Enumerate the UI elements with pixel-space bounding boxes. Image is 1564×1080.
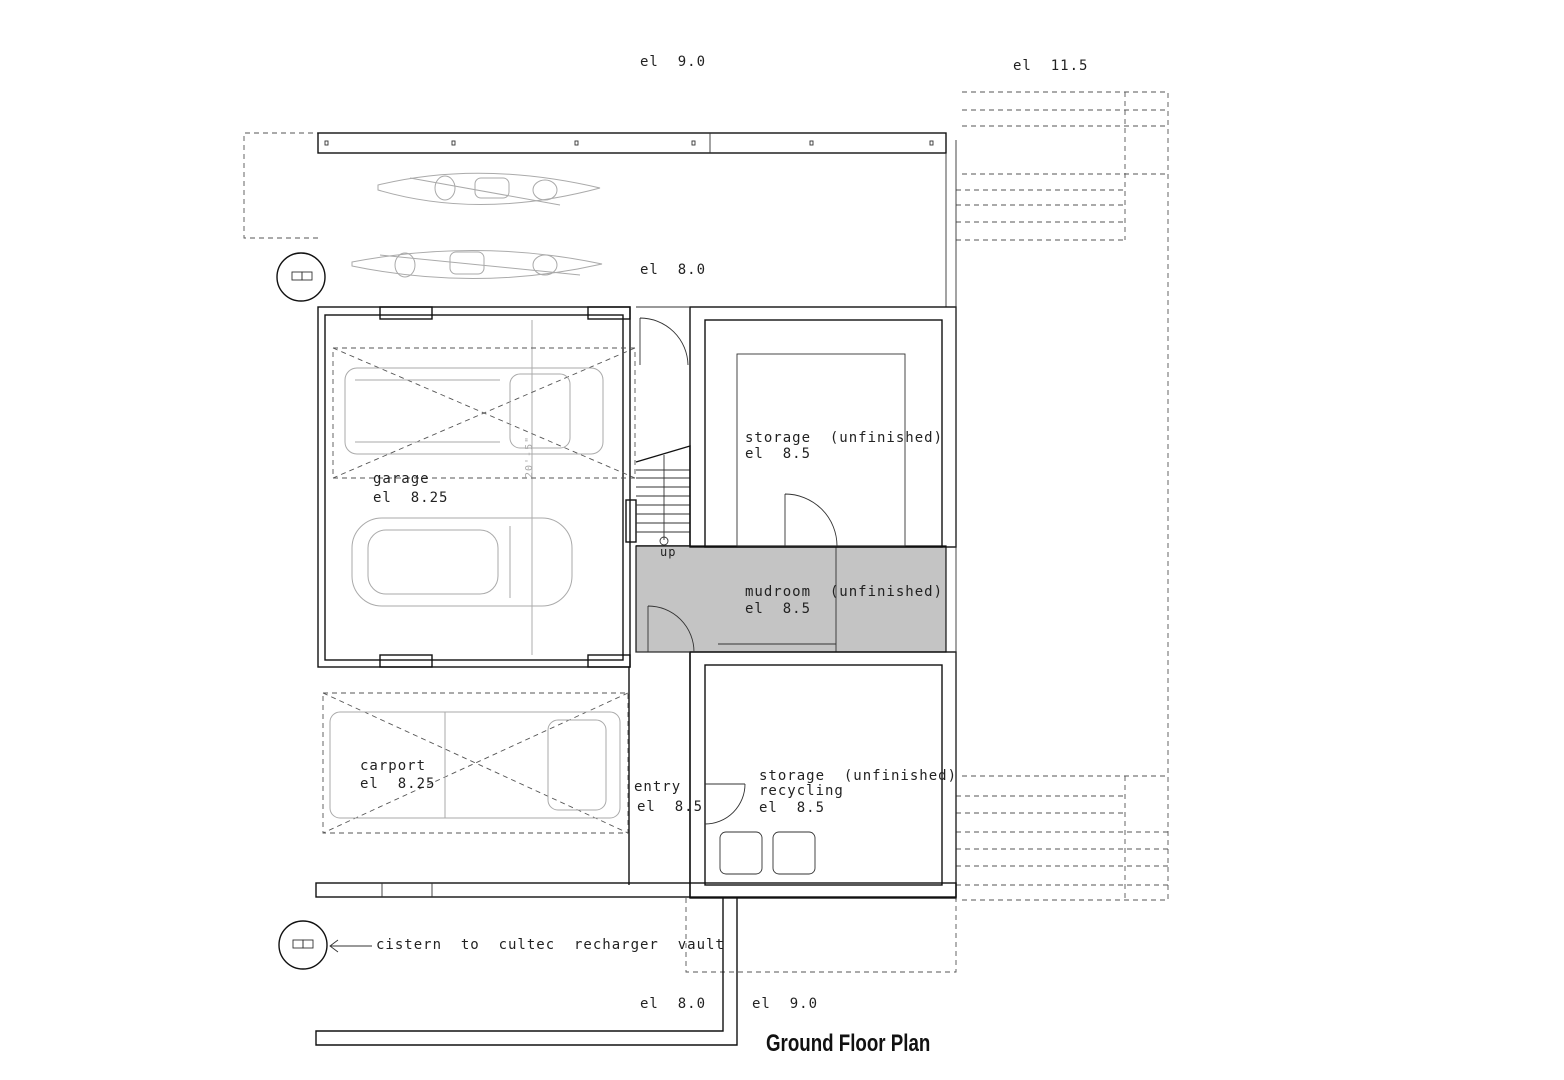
carport-truck (329, 711, 621, 819)
entry-walls (628, 306, 695, 898)
carport-elevation: el 8.25 (360, 776, 436, 792)
drawing-title: Ground Floor Plan (766, 1030, 931, 1057)
mudroom-label: mudroom (unfinished) (745, 584, 944, 600)
garage-car-suv (344, 367, 604, 455)
garage-label: garage (373, 471, 430, 487)
cistern-note: cistern to cultec recharger vault (376, 937, 725, 953)
stair-up-label: up (660, 545, 677, 559)
elevation-upper-mid: el 8.0 (640, 262, 707, 278)
stair (635, 445, 691, 547)
garage-car-compact (351, 517, 573, 607)
carport-label: carport (360, 758, 427, 774)
cistern-lower (278, 920, 328, 970)
site-edge-lines (315, 898, 738, 1046)
garage-walls (317, 306, 637, 668)
storage-lower-label: storage (unfinished) (759, 768, 958, 784)
cistern-upper (276, 252, 326, 302)
storage-lower-elevation: el 8.5 (759, 800, 826, 816)
roof-overhang-outline (243, 91, 1169, 973)
elevation-top-right: el 11.5 (1013, 58, 1089, 74)
elevation-top-left: el 9.0 (640, 54, 707, 70)
storage-lower-sublabel: recycling (759, 783, 844, 799)
garage-elevation: el 8.25 (373, 490, 449, 506)
top-deck-beam (317, 132, 947, 307)
kayak-upper (377, 172, 601, 206)
cistern-leader-arrow (329, 939, 372, 953)
kayak-lower (351, 250, 603, 279)
storage-upper-walls (689, 306, 957, 548)
carport-beam (315, 882, 957, 898)
storage-upper-label: storage (unfinished) (745, 430, 944, 446)
garage-parking-marks (332, 347, 636, 479)
elevation-bottom-left: el 8.0 (640, 996, 707, 1012)
elevation-bottom-right: el 9.0 (752, 996, 819, 1012)
garage-dimension: 20'-5" (524, 435, 535, 478)
entry-label: entry (634, 779, 682, 795)
storage-upper-elevation: el 8.5 (745, 446, 812, 462)
mudroom-elevation: el 8.5 (745, 601, 812, 617)
entry-elevation: el 8.5 (637, 799, 704, 815)
